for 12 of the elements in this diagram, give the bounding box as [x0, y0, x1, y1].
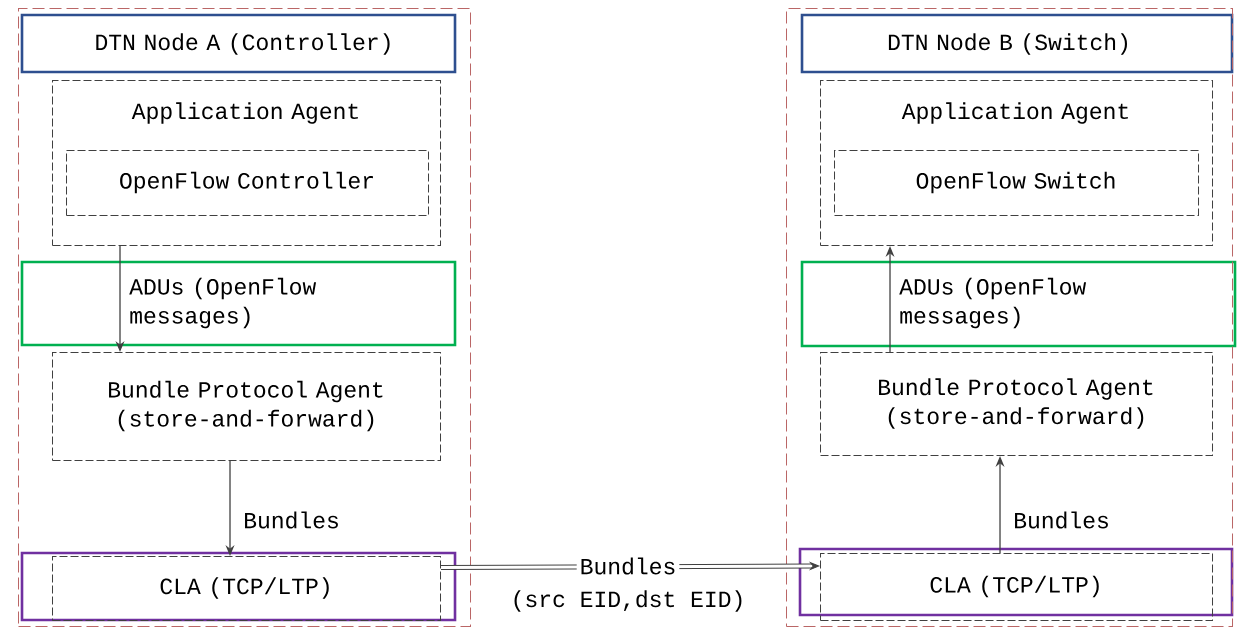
edge-label: Bundles: [245, 511, 338, 529]
layer-box: Bundle Protocol Agent (store-and-forward): [820, 352, 1213, 456]
edge-label: ADUs (OpenFlow messages): [899, 277, 1087, 329]
edge-label: Bundles: [576, 554, 680, 578]
layer-box: CLA (TCP/LTP): [52, 556, 441, 621]
layer-box: CLA (TCP/LTP): [820, 553, 1213, 621]
layer-box: Bundle Protocol Agent (store-and-forward): [52, 352, 441, 461]
edge-label: Bundles: [1015, 511, 1108, 529]
layer-box: OpenFlow Switch: [834, 150, 1199, 216]
annotation-text: (src EID,dst EID): [514, 590, 742, 612]
layer-box: OpenFlow Controller: [66, 150, 429, 216]
edge-label: ADUs (OpenFlow messages): [129, 277, 317, 329]
